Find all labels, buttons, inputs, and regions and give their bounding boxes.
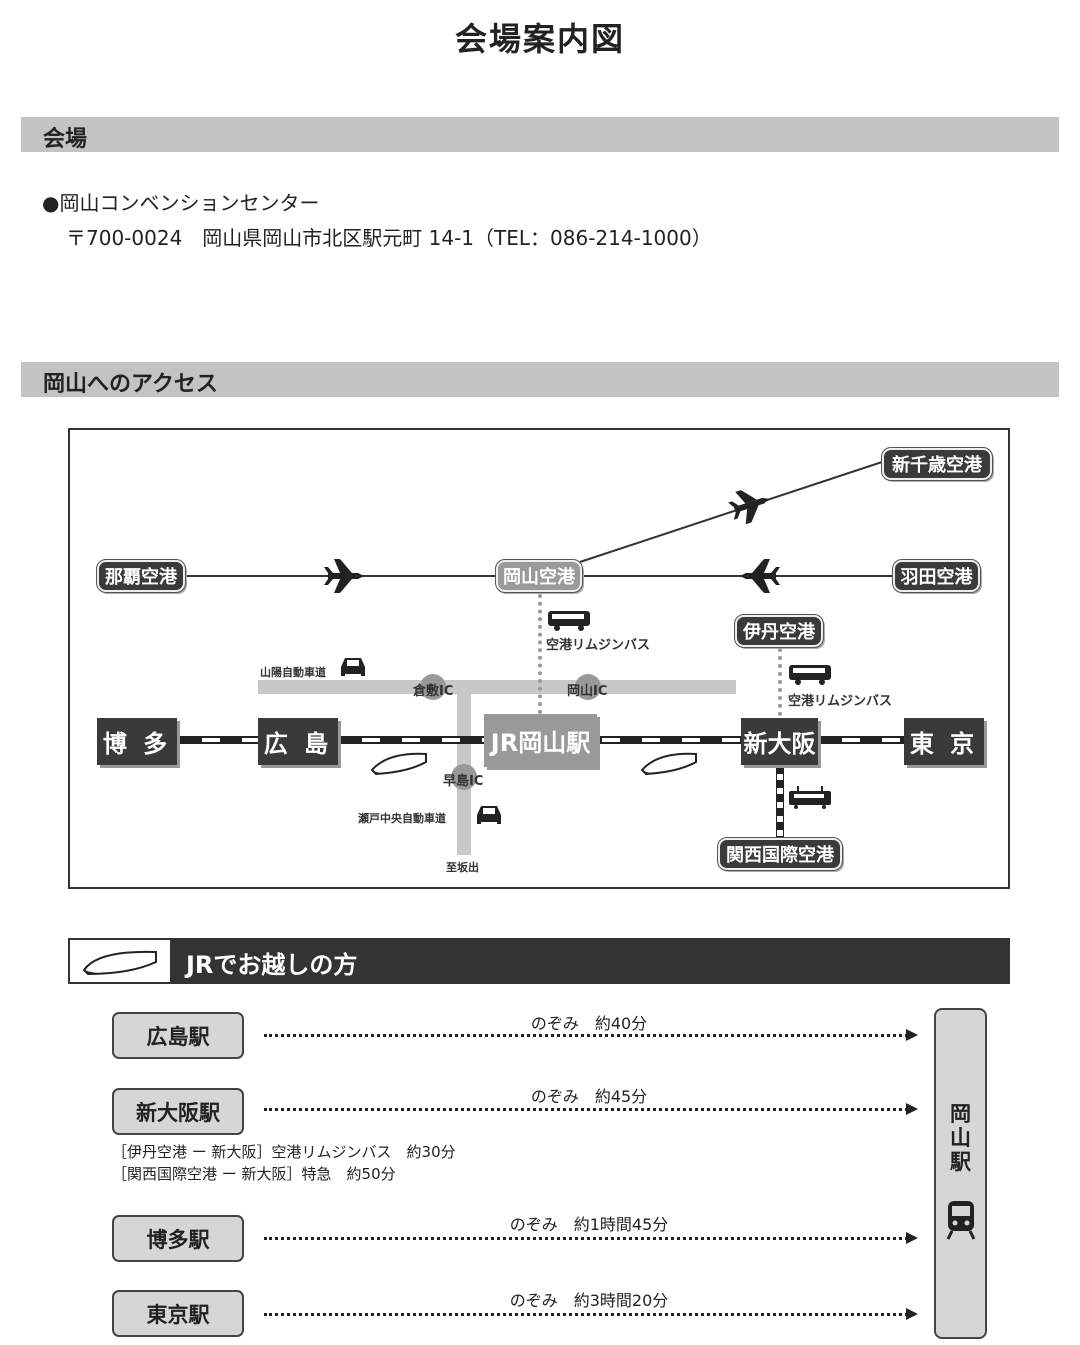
- route-duration: のぞみ 約45分: [530, 1087, 648, 1106]
- venue-section-heading: 会場: [21, 117, 1059, 152]
- kansai-rail-line: [776, 765, 784, 839]
- car-icon: [341, 658, 365, 676]
- to-sakaide-label: 至坂出: [446, 861, 479, 874]
- destination-okayama-station: 岡山駅: [934, 1008, 987, 1339]
- bus-label: 空港リムジンバス: [546, 638, 651, 653]
- tokyo-station: 東 京: [904, 718, 984, 765]
- okayama-airport: 岡山空港: [495, 559, 583, 593]
- access-map: [68, 428, 1010, 889]
- itami-airport: 伊丹空港: [734, 614, 824, 648]
- new-chitose-airport: 新千歳空港: [881, 447, 993, 481]
- jr-section-title: JRでお越しの方: [186, 951, 358, 979]
- airplane-icon: [740, 559, 780, 593]
- bus-route-itami: [778, 648, 782, 716]
- jr-okayama-station: JR岡山駅: [484, 714, 597, 767]
- bus-label: 空港リムジンバス: [788, 694, 893, 709]
- shinkansen-icon: [70, 940, 170, 982]
- bus-icon: [789, 665, 831, 685]
- route-note: ［関西国際空港 ー 新大阪］特急 約50分: [112, 1165, 396, 1183]
- ic-marker: [575, 674, 601, 700]
- kansai-airport: 関西国際空港: [717, 837, 843, 871]
- page-title: 会場案内図: [454, 20, 625, 58]
- destination-label: 岡山駅: [950, 1102, 971, 1174]
- route-arrow: [264, 1103, 918, 1115]
- route-origin-shin-osaka: 新大阪駅: [112, 1088, 244, 1135]
- seto-expressway-label: 瀬戸中央自動車道: [358, 812, 446, 825]
- route-origin-hiroshima: 広島駅: [112, 1012, 244, 1059]
- bus-icon: [548, 611, 590, 631]
- route-origin-tokyo: 東京駅: [112, 1290, 244, 1337]
- kurashiki-ic-label: 倉敷IC: [413, 684, 454, 699]
- car-icon: [477, 806, 501, 824]
- hiroshima-station: 広 島: [258, 718, 338, 765]
- route-origin-hakata: 博多駅: [112, 1215, 244, 1262]
- shinkansen-icon: [370, 752, 427, 776]
- venue-name: ●岡山コンベンションセンター: [42, 191, 320, 215]
- shin-osaka-station: 新大阪: [741, 718, 818, 765]
- naha-airport: 那覇空港: [96, 559, 186, 593]
- hayashima-ic-label: 早島IC: [443, 774, 484, 789]
- venue-address: 〒700-0024 岡山県岡山市北区駅元町 14-1（TEL：086-214-1…: [66, 226, 712, 250]
- haneda-airport: 羽田空港: [892, 559, 981, 593]
- route-duration: のぞみ 約3時間20分: [509, 1291, 669, 1310]
- train-icon: [789, 786, 831, 809]
- route-arrow: [264, 1232, 918, 1244]
- airplane-icon: [324, 559, 364, 593]
- hakata-station: 博 多: [97, 718, 177, 765]
- train-icon: [946, 1201, 976, 1240]
- route-duration: のぞみ 約40分: [530, 1014, 648, 1033]
- jr-section-header: JRでお越しの方: [68, 938, 1010, 984]
- route-note: ［伊丹空港 ー 新大阪］空港リムジンバス 約30分: [112, 1143, 456, 1161]
- ic-marker: [420, 674, 446, 700]
- route-arrow: [264, 1308, 918, 1320]
- access-section-heading: 岡山へのアクセス: [21, 362, 1059, 397]
- route-duration: のぞみ 約1時間45分: [509, 1215, 669, 1234]
- route-arrow: [264, 1029, 918, 1041]
- okayama-ic-label: 岡山IC: [567, 684, 608, 699]
- sanyo-expressway: [258, 680, 736, 694]
- ic-marker: [451, 764, 477, 790]
- shinkansen-icon: [640, 752, 697, 776]
- sanyo-expressway-label: 山陽自動車道: [260, 666, 326, 679]
- airplane-icon: [728, 490, 770, 525]
- bus-route-okayama: [538, 594, 542, 714]
